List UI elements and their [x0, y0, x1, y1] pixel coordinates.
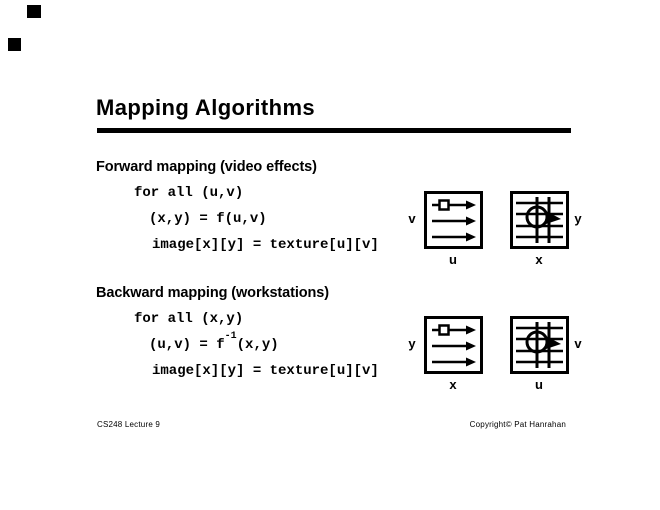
- axis-label-u: u: [449, 252, 457, 267]
- code-text: for all (u,v): [134, 185, 244, 201]
- axis-label-x: x: [449, 377, 457, 392]
- warped-grid-diagram-icon: [510, 316, 569, 374]
- axis-label-y: y: [408, 336, 416, 351]
- code-text: for all (x,y): [134, 311, 244, 327]
- footer-copyright: Copyright© Pat Hanrahan: [469, 420, 566, 429]
- code-line: image[x][y] = texture[u][v]: [152, 364, 379, 378]
- axis-label-v: v: [574, 336, 582, 351]
- footer-course-label: CS248 Lecture 9: [97, 420, 161, 429]
- axis-label-x: x: [535, 252, 543, 267]
- code-line: for all (u,v): [134, 186, 243, 200]
- code-line: (u,v) = f-1(x,y): [149, 332, 279, 353]
- code-line: (x,y) = f(u,v): [149, 212, 267, 226]
- scanline-diagram-icon: [424, 316, 483, 374]
- code-text: (x,y): [236, 337, 279, 353]
- axis-label-y: y: [574, 211, 582, 226]
- code-text: (x,y) = f(u,v): [149, 211, 267, 227]
- warped-grid-diagram-icon: [510, 191, 569, 249]
- code-superscript: -1: [224, 331, 237, 343]
- section-heading-forward: Forward mapping (video effects): [96, 159, 317, 175]
- code-line: image[x][y] = texture[u][v]: [152, 238, 379, 252]
- code-text: (u,v) = f: [149, 337, 225, 353]
- corner-mark: [8, 38, 21, 51]
- axis-label-v: v: [408, 211, 416, 226]
- code-line: for all (x,y): [134, 312, 243, 326]
- code-text: image[x][y] = texture[u][v]: [152, 237, 379, 253]
- corner-mark: [27, 5, 41, 18]
- title-rule: [97, 128, 571, 133]
- axis-label-u: u: [535, 377, 543, 392]
- code-text: image[x][y] = texture[u][v]: [152, 363, 379, 379]
- scanline-diagram-icon: [424, 191, 483, 249]
- page-title: Mapping Algorithms: [96, 95, 316, 120]
- section-heading-backward: Backward mapping (workstations): [96, 285, 329, 301]
